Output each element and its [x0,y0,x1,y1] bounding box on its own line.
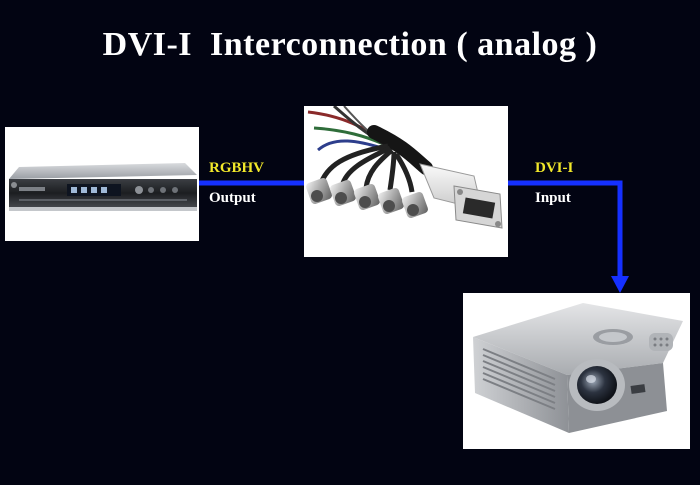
rgbhv-output-label: RGBHV [209,160,265,176]
page-title: DVI-I Interconnection ( analog ) [102,26,598,63]
projector-icon [473,303,683,433]
input-label: Input [535,190,571,206]
bnc-to-dvi-cable-icon [306,106,503,229]
projector-panel [463,293,690,449]
output-label: Output [209,190,256,206]
dvd-player-panel [5,127,199,241]
dvi-i-input-label: DVI-I [535,160,574,176]
dvi-connection-line [508,180,623,280]
dvd-player-icon [9,163,197,211]
connection-arrowhead [611,276,629,293]
adapter-cable-panel [304,106,508,257]
